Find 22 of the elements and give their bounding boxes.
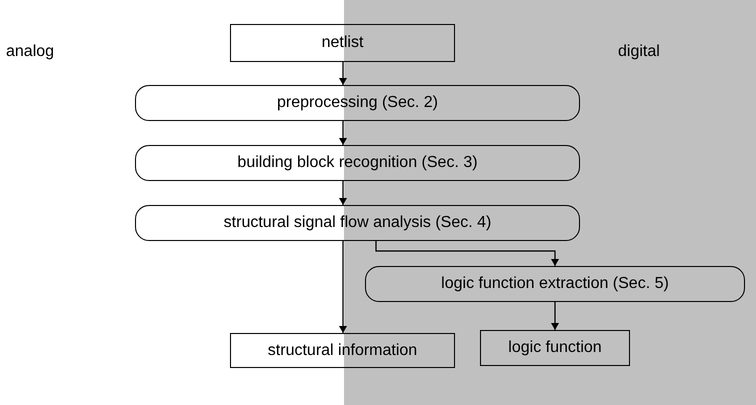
data-box <box>480 330 630 366</box>
arrow <box>375 241 559 266</box>
arrow <box>339 62 347 85</box>
region-label: digital <box>618 42 660 62</box>
region-label: analog <box>6 42 54 62</box>
process-box <box>135 85 580 121</box>
arrow <box>339 121 347 145</box>
process-box <box>135 205 580 241</box>
node-label: netlist <box>322 33 364 53</box>
data-box <box>230 24 455 62</box>
node-label: structural information <box>268 340 418 360</box>
node-label: logic function <box>508 338 602 358</box>
process-box <box>135 145 580 181</box>
node-label: logic function extraction (Sec. 5) <box>441 274 669 294</box>
arrow <box>339 181 347 205</box>
node-label: structural signal flow analysis (Sec. 4) <box>224 213 492 233</box>
arrow <box>551 302 559 330</box>
data-box <box>230 333 455 368</box>
process-box <box>365 266 745 302</box>
node-label: preprocessing (Sec. 2) <box>277 93 438 113</box>
arrow <box>339 241 347 333</box>
node-label: building block recognition (Sec. 3) <box>237 153 478 173</box>
